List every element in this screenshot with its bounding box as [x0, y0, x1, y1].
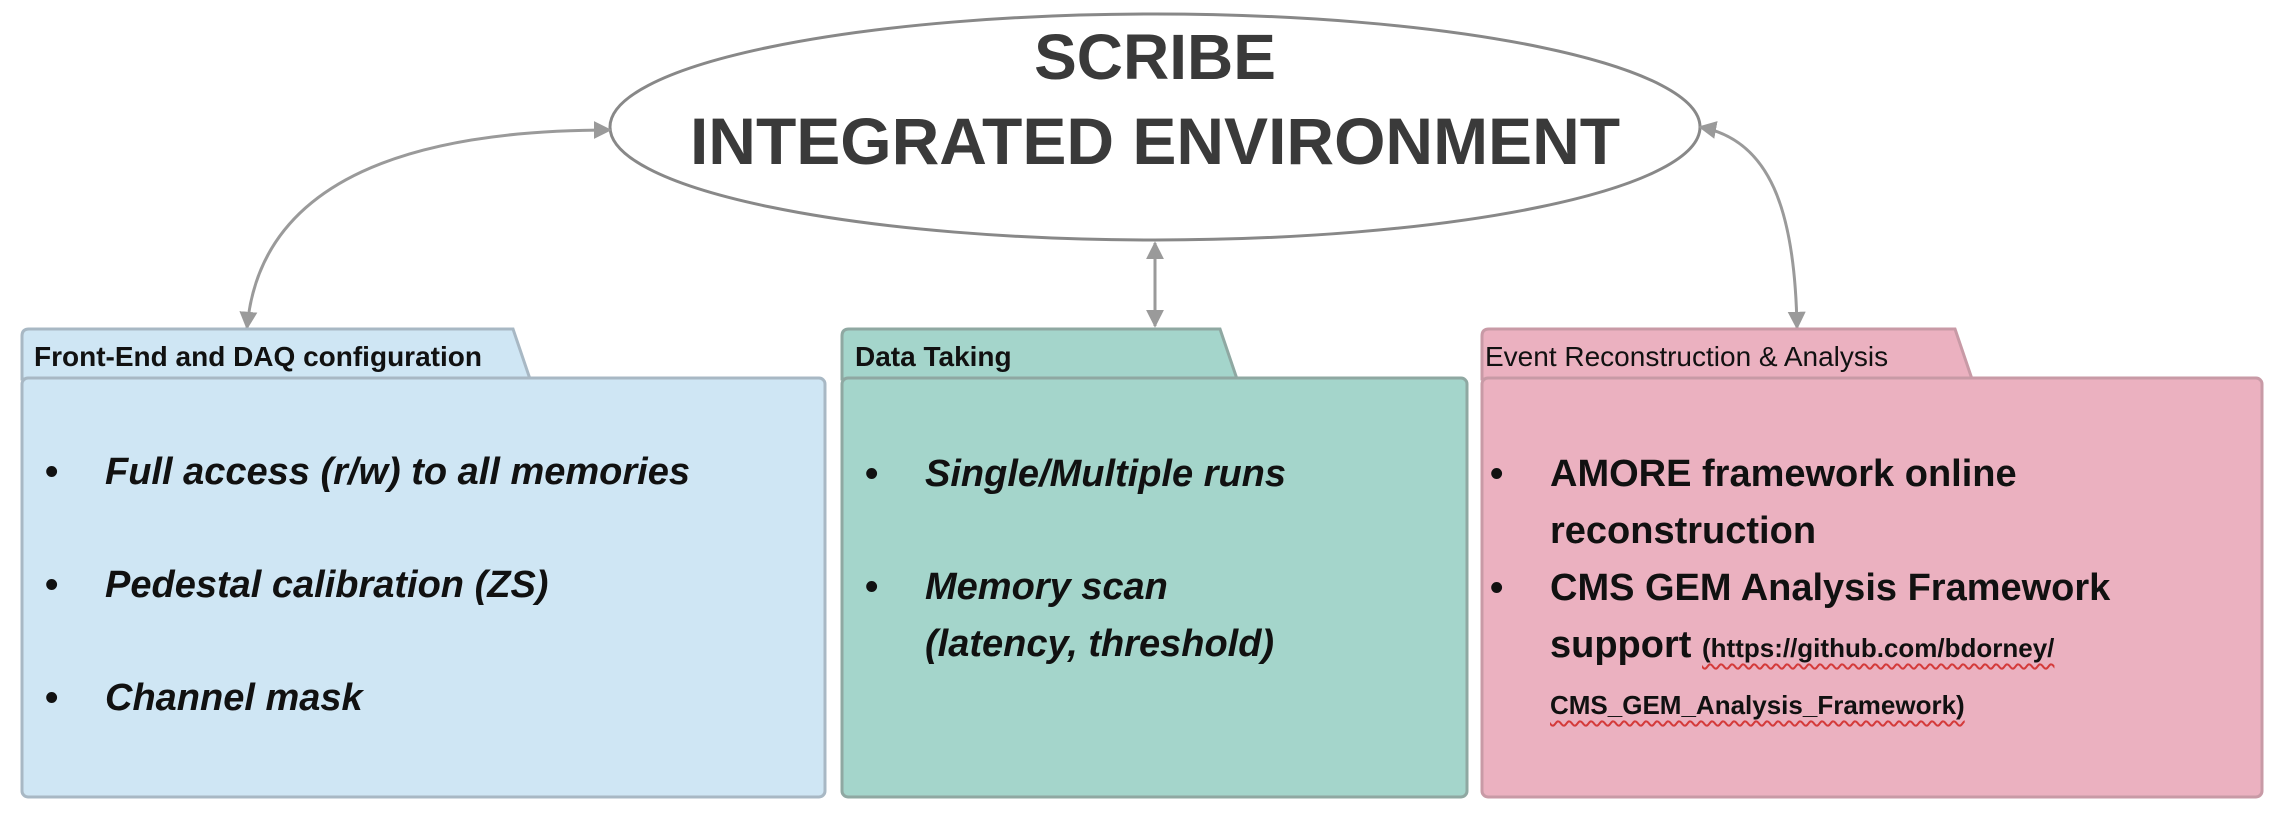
github-link-line-1[interactable]: (https://github.com/bdorney/ — [1702, 633, 2055, 663]
panel-data-taking-tab — [840, 327, 1240, 381]
list-item-text-cont: reconstruction — [1550, 510, 1817, 552]
list-item-text: Channel mask — [105, 677, 363, 719]
list-item: Channel mask — [45, 672, 825, 724]
panel-frontend-daq-tab — [20, 327, 533, 381]
list-item-text: Full access (r/w) to all memories — [105, 451, 690, 493]
list-item: Pedestal calibration (ZS) — [45, 559, 825, 611]
diagram-title-line-1: SCRIBE — [1034, 21, 1276, 93]
list-item: CMS GEM Analysis Framework support (https… — [1490, 560, 2280, 731]
panel-data-taking-list: Single/Multiple runs Memory scan (latency… — [865, 446, 1455, 729]
arrow-right-connector — [1698, 121, 1806, 330]
list-item: AMORE framework online reconstruction — [1490, 446, 2280, 560]
list-item: Full access (r/w) to all memories — [45, 446, 825, 498]
list-item-text-cont: (latency, threshold) — [925, 623, 1275, 665]
arrow-left-connector — [239, 121, 612, 330]
diagram-title-line-2: INTEGRATED ENVIRONMENT — [689, 104, 1621, 178]
list-item-text: CMS GEM Analysis Framework — [1550, 567, 2111, 609]
panel-frontend-daq-list: Full access (r/w) to all memories Pedest… — [45, 446, 825, 785]
list-item-text: Pedestal calibration (ZS) — [105, 564, 549, 606]
list-item-text: Single/Multiple runs — [925, 453, 1287, 495]
list-item-text: AMORE framework online — [1550, 453, 2017, 495]
list-item-text-cont: support — [1550, 624, 1692, 666]
github-link-line-2[interactable]: CMS_GEM_Analysis_Framework) — [1550, 690, 1965, 720]
panel-event-reco-title: Event Reconstruction & Analysis — [1485, 341, 1889, 372]
panel-frontend-daq-title: Front-End and DAQ configuration — [34, 341, 482, 372]
panel-event-reco-tab — [1480, 327, 1975, 381]
list-item-text: Memory scan — [925, 566, 1168, 608]
list-item: Memory scan (latency, threshold) — [865, 559, 1455, 673]
panel-data-taking-title: Data Taking — [855, 341, 1012, 372]
list-item: Single/Multiple runs — [865, 446, 1455, 503]
panel-event-reco-list: AMORE framework online reconstruction CMS… — [1490, 446, 2280, 731]
